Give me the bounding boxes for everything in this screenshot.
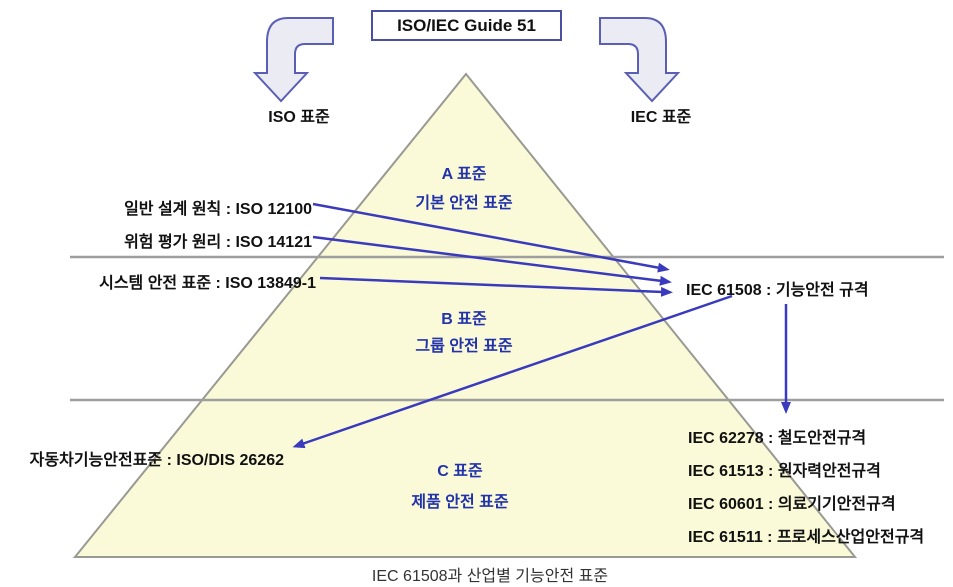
label-iec-62278: IEC 62278 : 철도안전규격 <box>688 430 867 447</box>
level-b-name: B 표준 <box>441 311 487 328</box>
label-iso-dis-26262: 자동차기능안전표준 : ISO/DIS 26262 <box>29 452 284 469</box>
guide-title-box: ISO/IEC Guide 51 <box>371 10 562 41</box>
level-a-name: A 표준 <box>441 166 487 183</box>
left-bent-arrow-icon <box>252 17 334 103</box>
level-c-name: C 표준 <box>437 463 483 480</box>
arrow-iso14121-to-iec61508 <box>312 235 672 286</box>
label-iec-61508: IEC 61508 : 기능안전 규격 <box>686 282 869 299</box>
arrow-iec61508-to-iso26262 <box>292 294 733 449</box>
pyramid-shape <box>72 72 858 558</box>
right-bent-arrow-icon <box>599 17 681 103</box>
label-iec-61513: IEC 61513 : 원자력안전규격 <box>688 463 881 480</box>
level-a-desc: 기본 안전 표준 <box>415 195 513 212</box>
iso-branch-label: ISO 표준 <box>268 109 330 126</box>
label-iso-13849-1: 시스템 안전 표준 : ISO 13849-1 <box>99 275 316 292</box>
level-b-desc: 그룹 안전 표준 <box>415 338 513 355</box>
label-iso-12100: 일반 설계 원칙 : ISO 12100 <box>124 201 312 218</box>
label-iec-61511: IEC 61511 : 프로세스산업안전규격 <box>688 529 925 546</box>
label-iso-14121: 위험 평가 원리 : ISO 14121 <box>124 234 312 251</box>
level-c-desc: 제품 안전 표준 <box>411 494 509 511</box>
diagram-caption: IEC 61508과 산업별 기능안전 표준 <box>371 568 609 585</box>
label-iec-60601: IEC 60601 : 의료기기안전규격 <box>688 496 896 513</box>
arrow-iso12100-to-iec61508 <box>312 202 670 273</box>
arrow-iso13849-to-iec61508 <box>319 276 673 297</box>
iec-branch-label: IEC 표준 <box>630 109 692 126</box>
